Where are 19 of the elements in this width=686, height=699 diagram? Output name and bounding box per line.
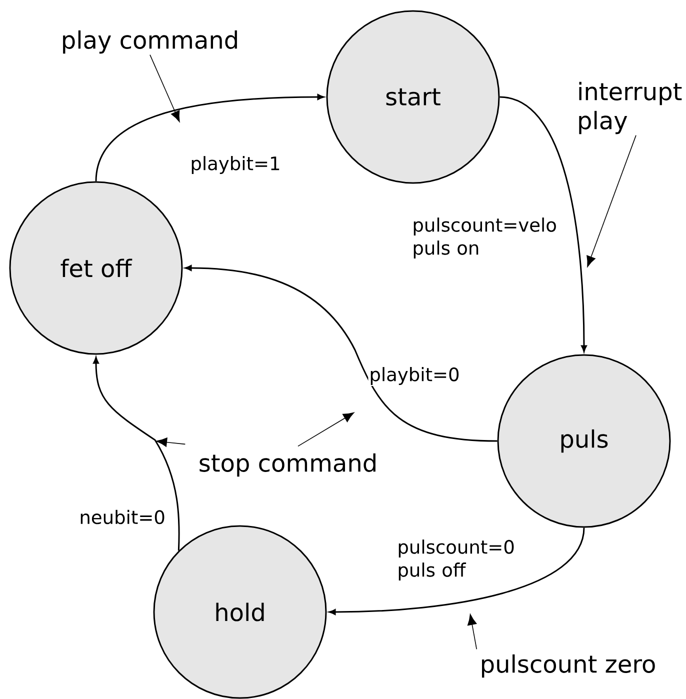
event-label: interrupt play bbox=[579, 82, 682, 134]
transition-arrow bbox=[95, 94, 324, 182]
edge-label: playbit=1 bbox=[189, 155, 282, 175]
pointer-arrow bbox=[156, 438, 186, 447]
pointer-arrow bbox=[468, 614, 478, 650]
event-label: pulscount zero bbox=[482, 654, 655, 678]
event-label: stop command bbox=[200, 453, 376, 477]
transition-arrow bbox=[329, 528, 585, 615]
edge-label: pulscount=0 puls off bbox=[396, 538, 520, 582]
edge-label: pulscount=velo puls on bbox=[411, 216, 564, 260]
pointer-arrow bbox=[586, 134, 636, 267]
edge-label: playbit=0 bbox=[368, 366, 461, 386]
transition-arrow bbox=[185, 265, 498, 442]
pointer-arrow bbox=[298, 412, 354, 447]
transition-arrow bbox=[500, 96, 587, 352]
event-label: play command bbox=[63, 30, 237, 54]
pointer-arrow bbox=[150, 54, 180, 122]
transition-arrow bbox=[93, 357, 180, 551]
edge-label: neubit=0 bbox=[78, 508, 166, 526]
